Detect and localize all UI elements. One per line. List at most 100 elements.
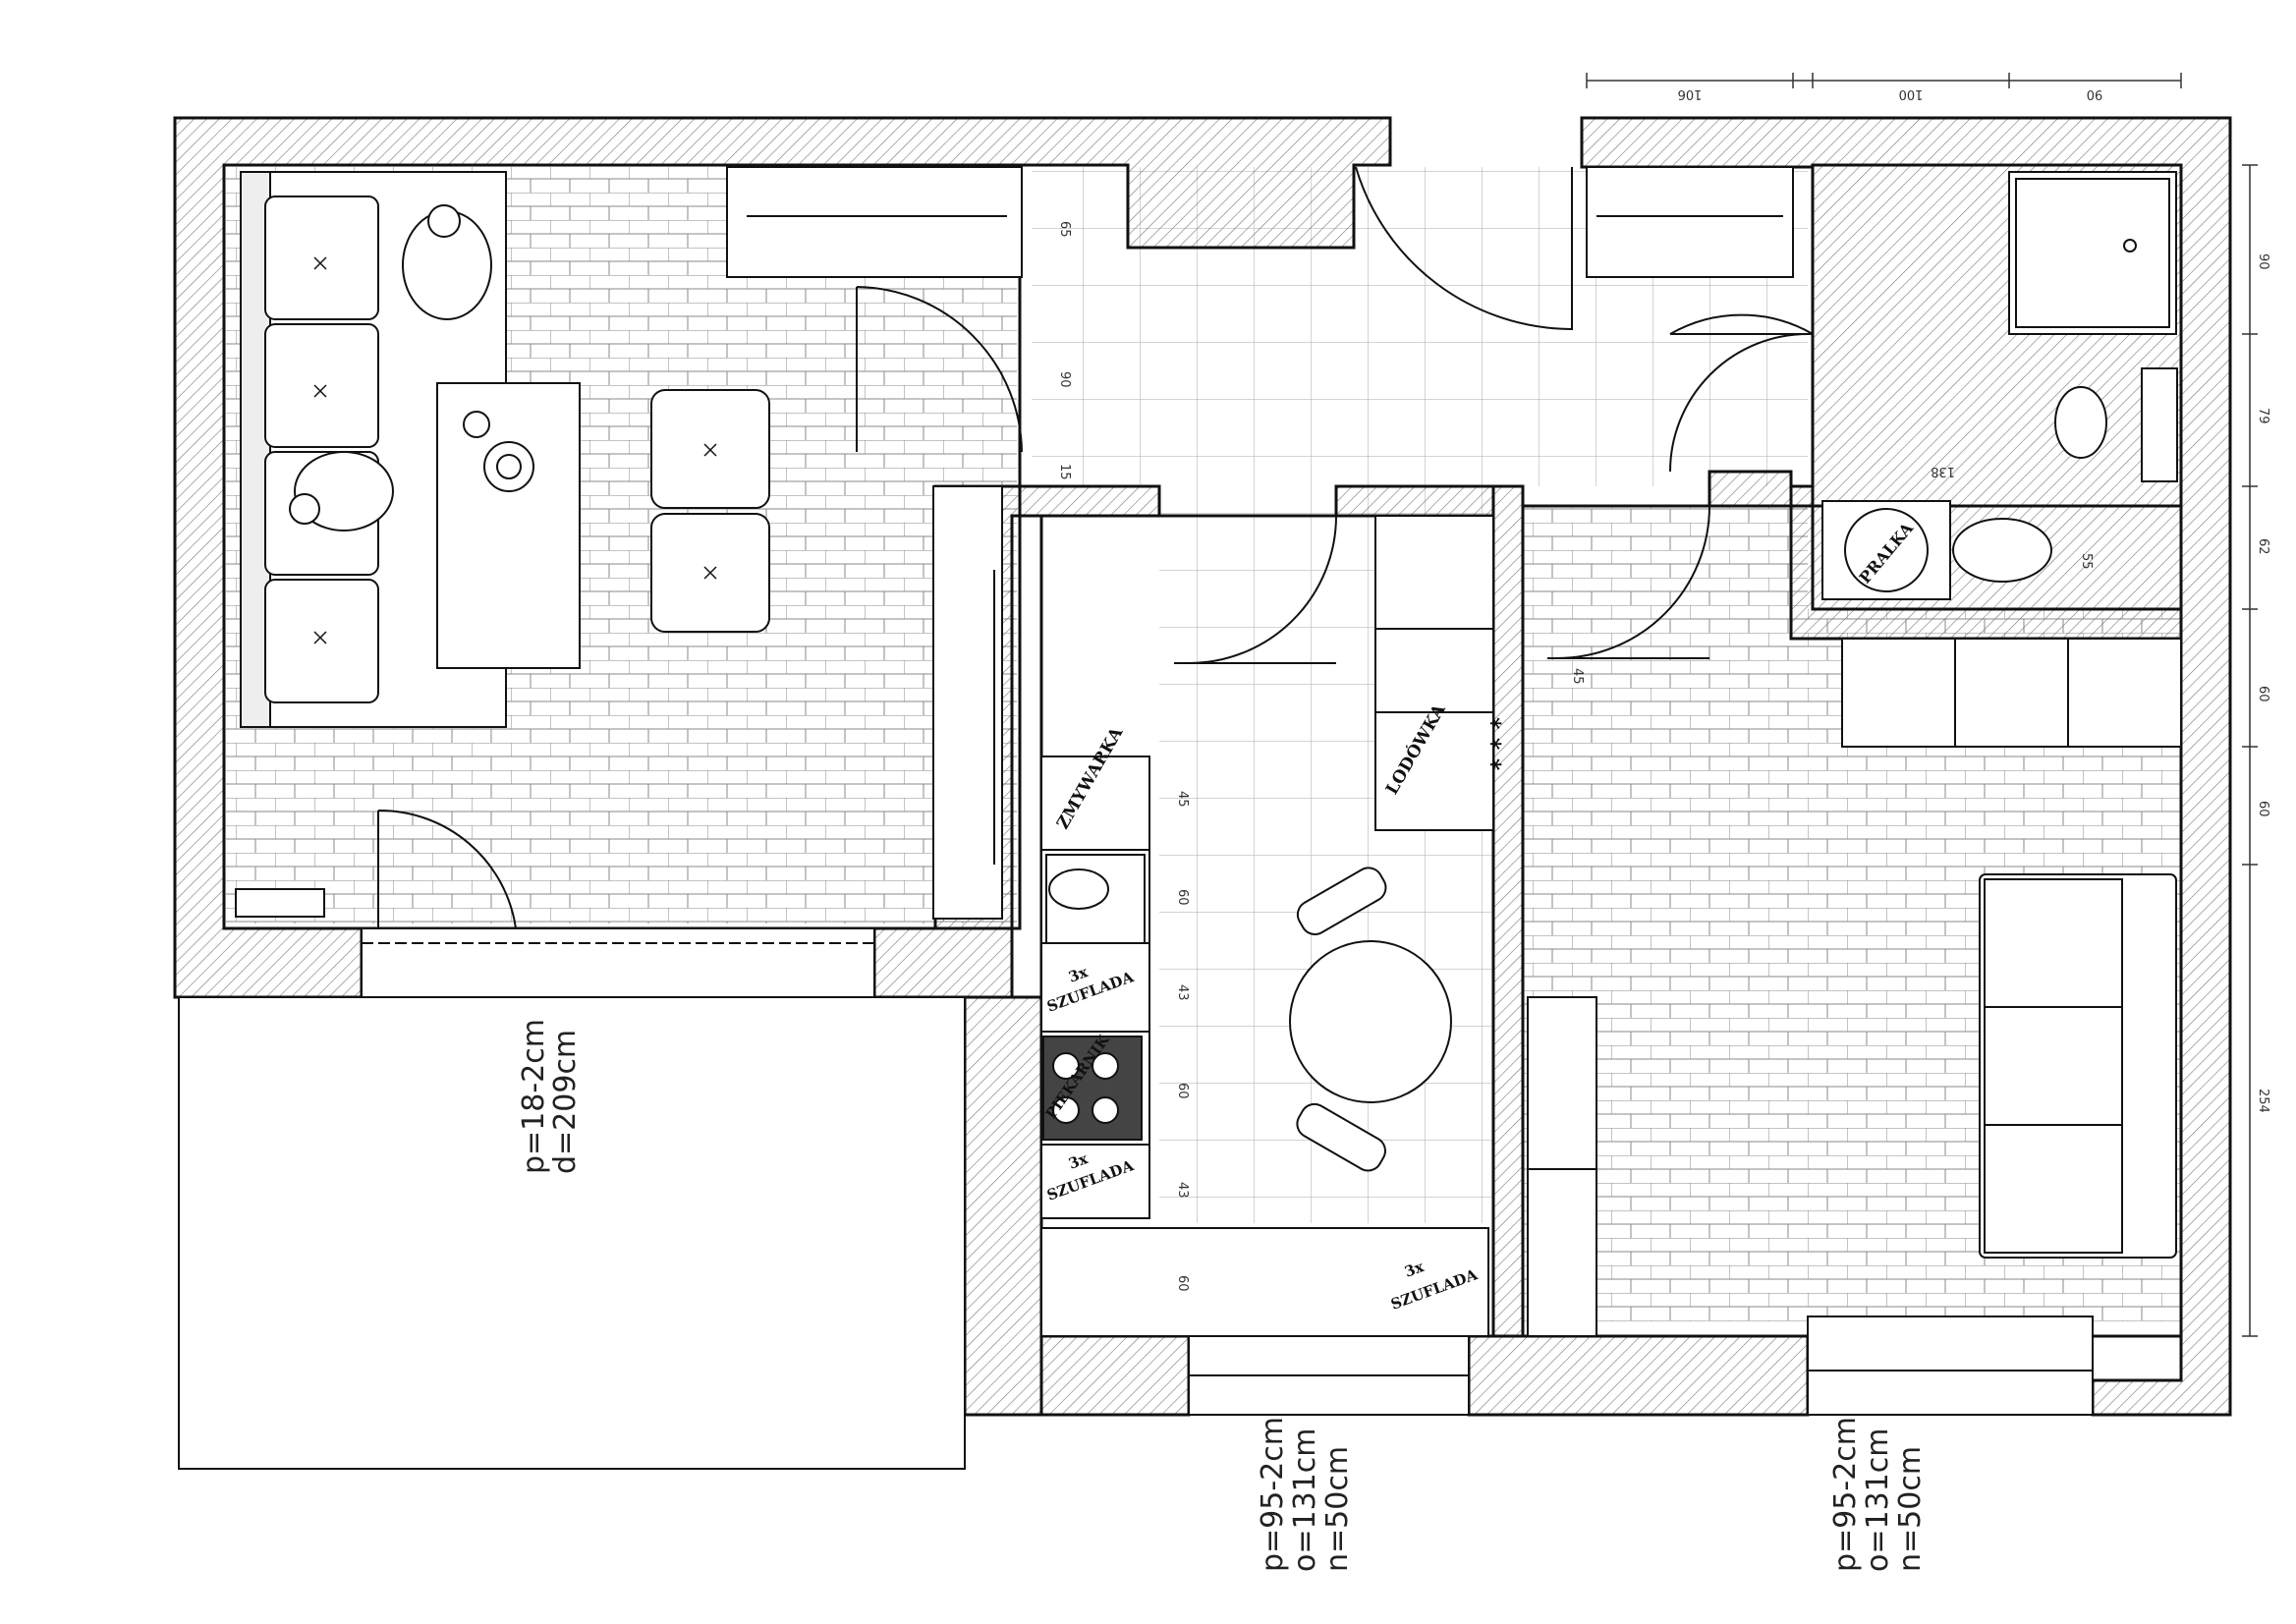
shower-drain xyxy=(2123,239,2137,252)
window-living xyxy=(1807,1316,2094,1416)
x-mark-5 xyxy=(703,566,717,580)
sofa-cushion-4 xyxy=(264,579,379,703)
kitchen-window-note: p=95-2cm o=131cm n=50cm xyxy=(1256,1417,1355,1572)
hall-furniture xyxy=(1586,166,1794,278)
living-window-line-3: n=50cm xyxy=(1893,1446,1928,1572)
living-window-line-1: p=95-2cm xyxy=(1828,1417,1863,1572)
burner-1 xyxy=(1052,1052,1080,1080)
window-balcony xyxy=(361,927,875,998)
door-bath-arc xyxy=(1669,333,1809,473)
drawer-a xyxy=(1040,942,1150,1033)
person-1-head xyxy=(427,204,461,238)
sink-bowl xyxy=(1048,868,1109,910)
drawer-b xyxy=(1040,1144,1150,1219)
x-mark-3 xyxy=(313,631,327,644)
living-window-note: p=95-2cm o=131cm n=50cm xyxy=(1828,1417,1928,1572)
right-dim-62: 62 xyxy=(2256,538,2270,555)
right-dim-60a: 60 xyxy=(2256,686,2270,702)
wall-mid-bottom xyxy=(1467,1334,1810,1417)
coffee-table xyxy=(436,382,581,669)
sofa-bedroom-seat-3 xyxy=(1984,1124,2123,1254)
dim-55: 55 xyxy=(2079,553,2094,570)
wall-kitchen-right xyxy=(1491,484,1525,1338)
x-mark-2 xyxy=(313,384,327,398)
wall-kitchen-bottom xyxy=(1039,1334,1191,1417)
plate-2-inner xyxy=(496,454,522,479)
door-bedroom xyxy=(1547,505,1710,659)
plate-1 xyxy=(463,411,490,438)
x-mark-1 xyxy=(313,256,327,270)
dim-15: 15 xyxy=(1057,464,1072,480)
wardrobe-bedroom xyxy=(1841,638,2182,748)
dim-138: 138 xyxy=(1931,464,1955,478)
dim-45-lower: 45 xyxy=(1570,668,1585,685)
balcony-window-text: p=18-2cm d=209cm xyxy=(517,1019,583,1174)
x-mark-4 xyxy=(703,443,717,457)
dim-65: 65 xyxy=(1057,221,1072,238)
sofa-bedroom-seat-2 xyxy=(1984,1006,2123,1126)
sofa-cushion-2 xyxy=(264,323,379,448)
washer-drum xyxy=(1844,508,1929,592)
outline-bathroom xyxy=(1811,163,2183,611)
washbasin xyxy=(1952,518,2052,583)
door-bathroom xyxy=(1669,313,1814,335)
dim-90-hall: 90 xyxy=(1057,371,1072,388)
burner-3 xyxy=(1052,1096,1080,1124)
dining-table xyxy=(1289,940,1452,1103)
door-entrance xyxy=(1355,166,1573,331)
counter-bottom xyxy=(1040,1227,1489,1337)
toilet-tank xyxy=(2141,367,2178,482)
hob xyxy=(1042,1036,1143,1141)
shower-tray xyxy=(2015,178,2170,328)
top-dimensions: 106 100 90 xyxy=(1678,86,2103,101)
balcony-window-line-1: p=18-2cm xyxy=(517,1019,551,1174)
tv-unit xyxy=(932,485,1003,920)
sofa-cushion-1 xyxy=(264,196,379,320)
person-2-head xyxy=(289,493,320,525)
fridge xyxy=(1374,515,1494,831)
people xyxy=(289,204,492,532)
door-kitchen xyxy=(1174,515,1337,664)
door-balcony xyxy=(377,809,517,929)
right-dimension-line xyxy=(2242,164,2258,1337)
chair-2 xyxy=(1296,1102,1386,1172)
dim-k5: 43 xyxy=(1175,1182,1190,1199)
wall-bath-lower xyxy=(1708,470,1793,508)
balcony-window-line-2: d=209cm xyxy=(548,1030,583,1174)
wardrobe-living xyxy=(726,166,1023,278)
desk xyxy=(1527,996,1597,1337)
sofa-bedroom-seat-1 xyxy=(1984,878,2123,1008)
drawer-c-count: 3x xyxy=(1402,1258,1427,1281)
dishwasher xyxy=(1040,756,1150,851)
kitchen-window-line-1: p=95-2cm xyxy=(1256,1417,1290,1572)
top-dimension-line xyxy=(1586,73,2182,88)
living-cushion-marks xyxy=(313,256,717,644)
right-dimensions: 90 79 62 60 60 254 xyxy=(2256,253,2270,1113)
wall-kitchen-top xyxy=(1334,484,1495,518)
burner-4 xyxy=(1092,1096,1119,1124)
kitchen-window-line-3: n=50cm xyxy=(1320,1446,1355,1572)
radiator-living xyxy=(235,888,325,918)
right-dim-254: 254 xyxy=(2256,1089,2270,1113)
dim-k6: 60 xyxy=(1175,1275,1190,1292)
toilet xyxy=(2054,386,2107,459)
top-dim-90: 90 xyxy=(2087,86,2103,101)
burner-2 xyxy=(1092,1052,1119,1080)
wall-left-lower xyxy=(963,995,1043,1417)
windows xyxy=(361,927,2094,1416)
chair-1 xyxy=(1296,867,1387,935)
door-living xyxy=(856,286,1023,453)
doors xyxy=(377,166,1814,929)
dim-k3: 43 xyxy=(1175,984,1190,1001)
fridge-marks: * * * xyxy=(1478,717,1506,771)
living-window-line-2: o=131cm xyxy=(1861,1428,1895,1572)
kitchen-window-line-2: o=131cm xyxy=(1288,1428,1322,1572)
drawer-a-count: 3x xyxy=(1066,963,1091,986)
right-dim-60b: 60 xyxy=(2256,801,2270,817)
bathroom-fixtures xyxy=(1821,171,2178,600)
dim-k4: 60 xyxy=(1175,1083,1190,1099)
dim-k1: 45 xyxy=(1175,791,1190,808)
top-dim-100: 100 xyxy=(1899,86,1924,101)
right-dim-79: 79 xyxy=(2256,408,2270,424)
